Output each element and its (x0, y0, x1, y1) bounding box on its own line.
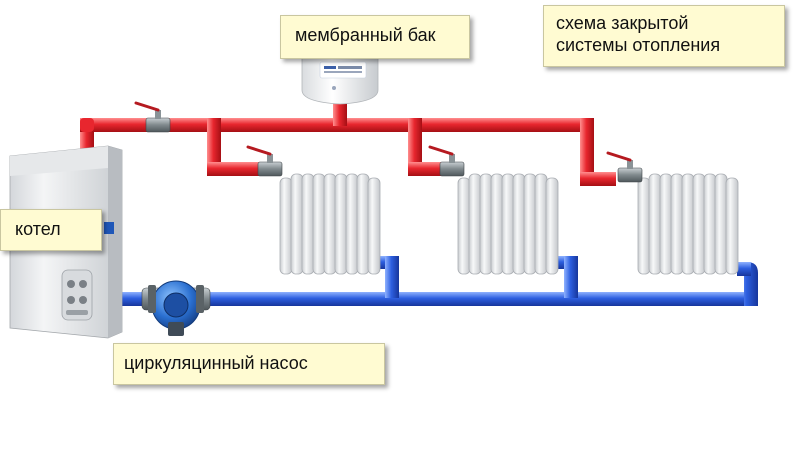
scheme-title-line1: схема закрытой (556, 13, 689, 33)
boiler-label: котел (0, 209, 102, 251)
radiator-icon (457, 173, 559, 275)
scheme-title-line2: системы отопления (556, 35, 721, 55)
radiator-icon (279, 173, 381, 275)
expansion-tank-icon (301, 43, 379, 105)
return-pipes (118, 256, 758, 306)
circulation-pump-icon (141, 280, 211, 336)
pump-label: циркуляцинный насос (113, 343, 385, 385)
scheme-title: схема закрытой системы отопления (543, 5, 785, 67)
tank-label: мембранный бак (280, 15, 470, 59)
radiator-icon (637, 173, 739, 275)
